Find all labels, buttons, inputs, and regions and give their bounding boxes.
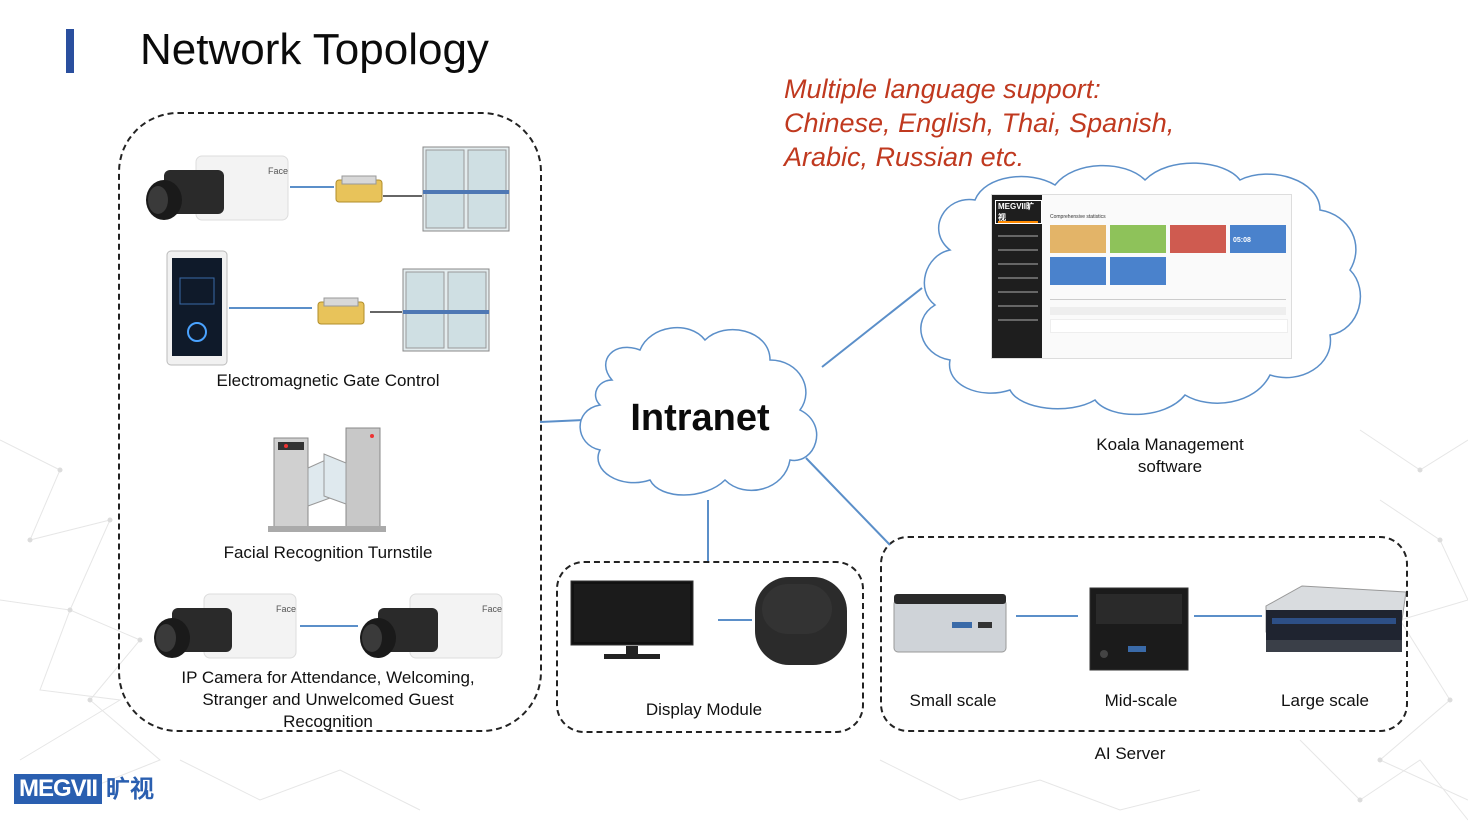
ip-camera-icon: Face (360, 593, 503, 659)
large-scale-label: Large scale (1281, 691, 1369, 710)
ip-camera-icon: Face (154, 593, 297, 659)
relay-controller-icon (317, 297, 365, 325)
ai-server-group (880, 536, 1408, 732)
large-server-icon (1265, 585, 1406, 652)
connector-intranet-aiserver (805, 457, 891, 546)
gate-control-label: Electromagnetic Gate Control (216, 371, 440, 390)
small-server-icon (893, 594, 1007, 653)
connector-intranet-management (821, 287, 923, 368)
glass-door-icon (402, 268, 490, 352)
management-label: Koala Management software (1060, 434, 1280, 478)
dashboard-sidebar: MEGVII旷视 (992, 195, 1042, 358)
ip-camera-label-line3: Recognition (283, 712, 373, 731)
ip-camera-label-line1: IP Camera for Attendance, Welcoming, (181, 668, 475, 687)
monitor-icon (570, 580, 694, 659)
megvii-logo: MEGVII 旷视 (14, 773, 154, 805)
ip-camera-icon: Face (146, 155, 289, 221)
camera-brand-text: Face (482, 604, 502, 614)
logo-chinese-text: 旷视 (106, 775, 155, 803)
turnstile-icon (268, 427, 386, 532)
management-label-line2: software (1137, 457, 1203, 476)
management-label-line1: Koala Management (1096, 435, 1244, 454)
mid-scale-label: Mid-scale (1104, 691, 1178, 710)
language-support-note: Multiple language support: Chinese, Engl… (784, 72, 1174, 174)
page-title: Network Topology (140, 25, 489, 74)
face-recognition-terminal-icon (166, 250, 228, 366)
display-module-group (556, 561, 864, 733)
language-note-line2: Chinese, English, Thai, Spanish, (784, 108, 1175, 138)
title-accent-bar (66, 29, 74, 73)
camera-brand-text: Face (268, 166, 288, 176)
mid-server-icon (1089, 587, 1189, 671)
language-note-line1: Multiple language support: (784, 74, 1101, 104)
camera-brand-text: Face (276, 604, 296, 614)
ip-camera-label-line2: Stranger and Unwelcomed Guest (202, 690, 454, 709)
logo-mark: MEGVII (14, 774, 103, 804)
dashboard-section-title: Comprehensive statistics (1050, 214, 1106, 220)
dashboard-brand: MEGVII旷视 (995, 200, 1042, 224)
connector-access-intranet (539, 419, 585, 423)
relay-controller-icon (335, 175, 383, 203)
ip-camera-label: IP Camera for Attendance, Welcoming, Str… (128, 667, 528, 733)
language-note-line3: Arabic, Russian etc. (784, 142, 1025, 172)
intranet-cloud (579, 326, 818, 496)
intranet-label: Intranet (630, 397, 770, 439)
glass-door-icon (422, 146, 510, 232)
display-module-label: Display Module (645, 700, 763, 719)
turnstile-label: Facial Recognition Turnstile (223, 543, 433, 562)
media-box-icon (755, 577, 847, 665)
ai-server-label: AI Server (1094, 744, 1166, 763)
management-dashboard-screenshot: MEGVII旷视 Comprehensive statistics 05:08 (991, 194, 1292, 359)
dashboard-clock: 05:08 (1233, 237, 1251, 244)
small-scale-label: Small scale (909, 691, 997, 710)
